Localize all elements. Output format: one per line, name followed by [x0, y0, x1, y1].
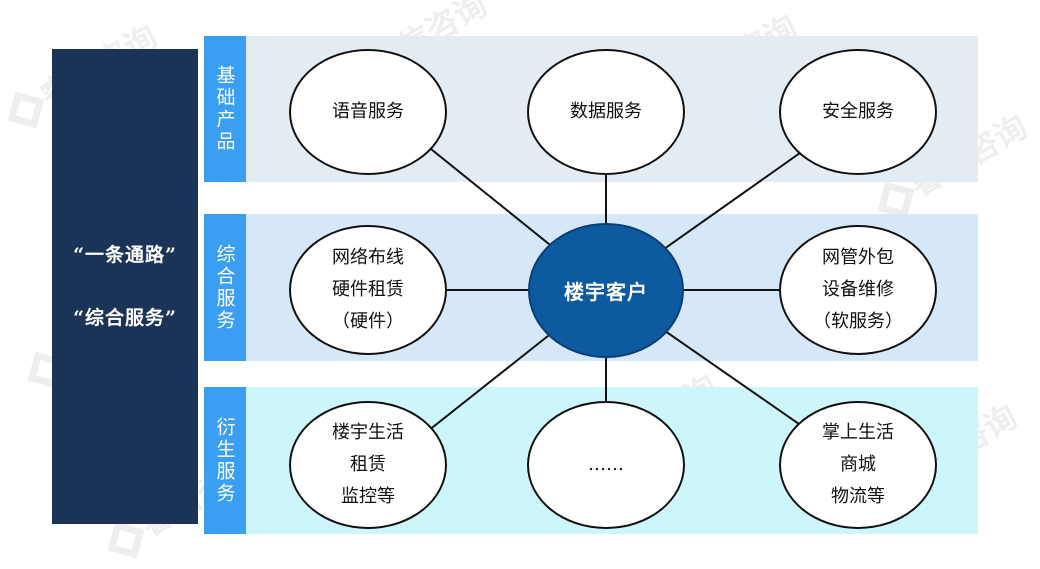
tab-basic-products: 基础产品	[204, 36, 246, 182]
tab-label: 衍生服务	[213, 416, 236, 505]
tab-label: 基础产品	[213, 65, 236, 153]
node-building-living: 楼宇生活 租赁 监控等	[289, 401, 447, 529]
center-label: 楼宇客户	[564, 280, 648, 304]
node-label: 监控等	[341, 486, 395, 507]
left-panel: “一条通路” “综合服务”	[52, 49, 198, 524]
node-label: 楼宇生活	[332, 422, 404, 443]
node-label: 硬件租赁	[332, 279, 404, 300]
tab-label: 综合服务	[213, 243, 236, 332]
node-label: 语音服务	[332, 101, 404, 122]
node-more-services: ……	[527, 401, 685, 529]
node-voice-service: 语音服务	[289, 49, 447, 175]
node-label: 物流等	[831, 486, 885, 507]
node-label: 掌上生活	[822, 422, 894, 443]
tab-derived-services: 衍生服务	[204, 387, 246, 534]
node-label: 租赁	[350, 454, 386, 475]
center-node-building-customer: 楼宇客户	[528, 223, 684, 358]
node-label: 网管外包	[822, 247, 894, 268]
node-network-hardware: 网络布线 硬件租赁 （硬件）	[289, 225, 447, 355]
node-mobile-living: 掌上生活 商城 物流等	[779, 401, 937, 529]
left-panel-line-1: “一条通路”	[73, 243, 177, 266]
node-label: 网络布线	[332, 247, 404, 268]
node-outsourcing-maintenance: 网管外包 设备维修 （软服务）	[779, 225, 937, 355]
node-label: 设备维修	[822, 279, 894, 300]
node-label: （硬件）	[332, 311, 404, 332]
node-security-service: 安全服务	[779, 49, 937, 175]
node-label: 数据服务	[570, 101, 642, 122]
left-panel-line-2: “综合服务”	[73, 306, 177, 329]
tab-integrated-services: 综合服务	[204, 214, 246, 361]
node-data-service: 数据服务	[527, 49, 685, 175]
node-label: （软服务）	[813, 311, 903, 332]
node-label: 商城	[840, 454, 876, 475]
node-label: ……	[588, 454, 624, 475]
node-label: 安全服务	[822, 101, 894, 122]
